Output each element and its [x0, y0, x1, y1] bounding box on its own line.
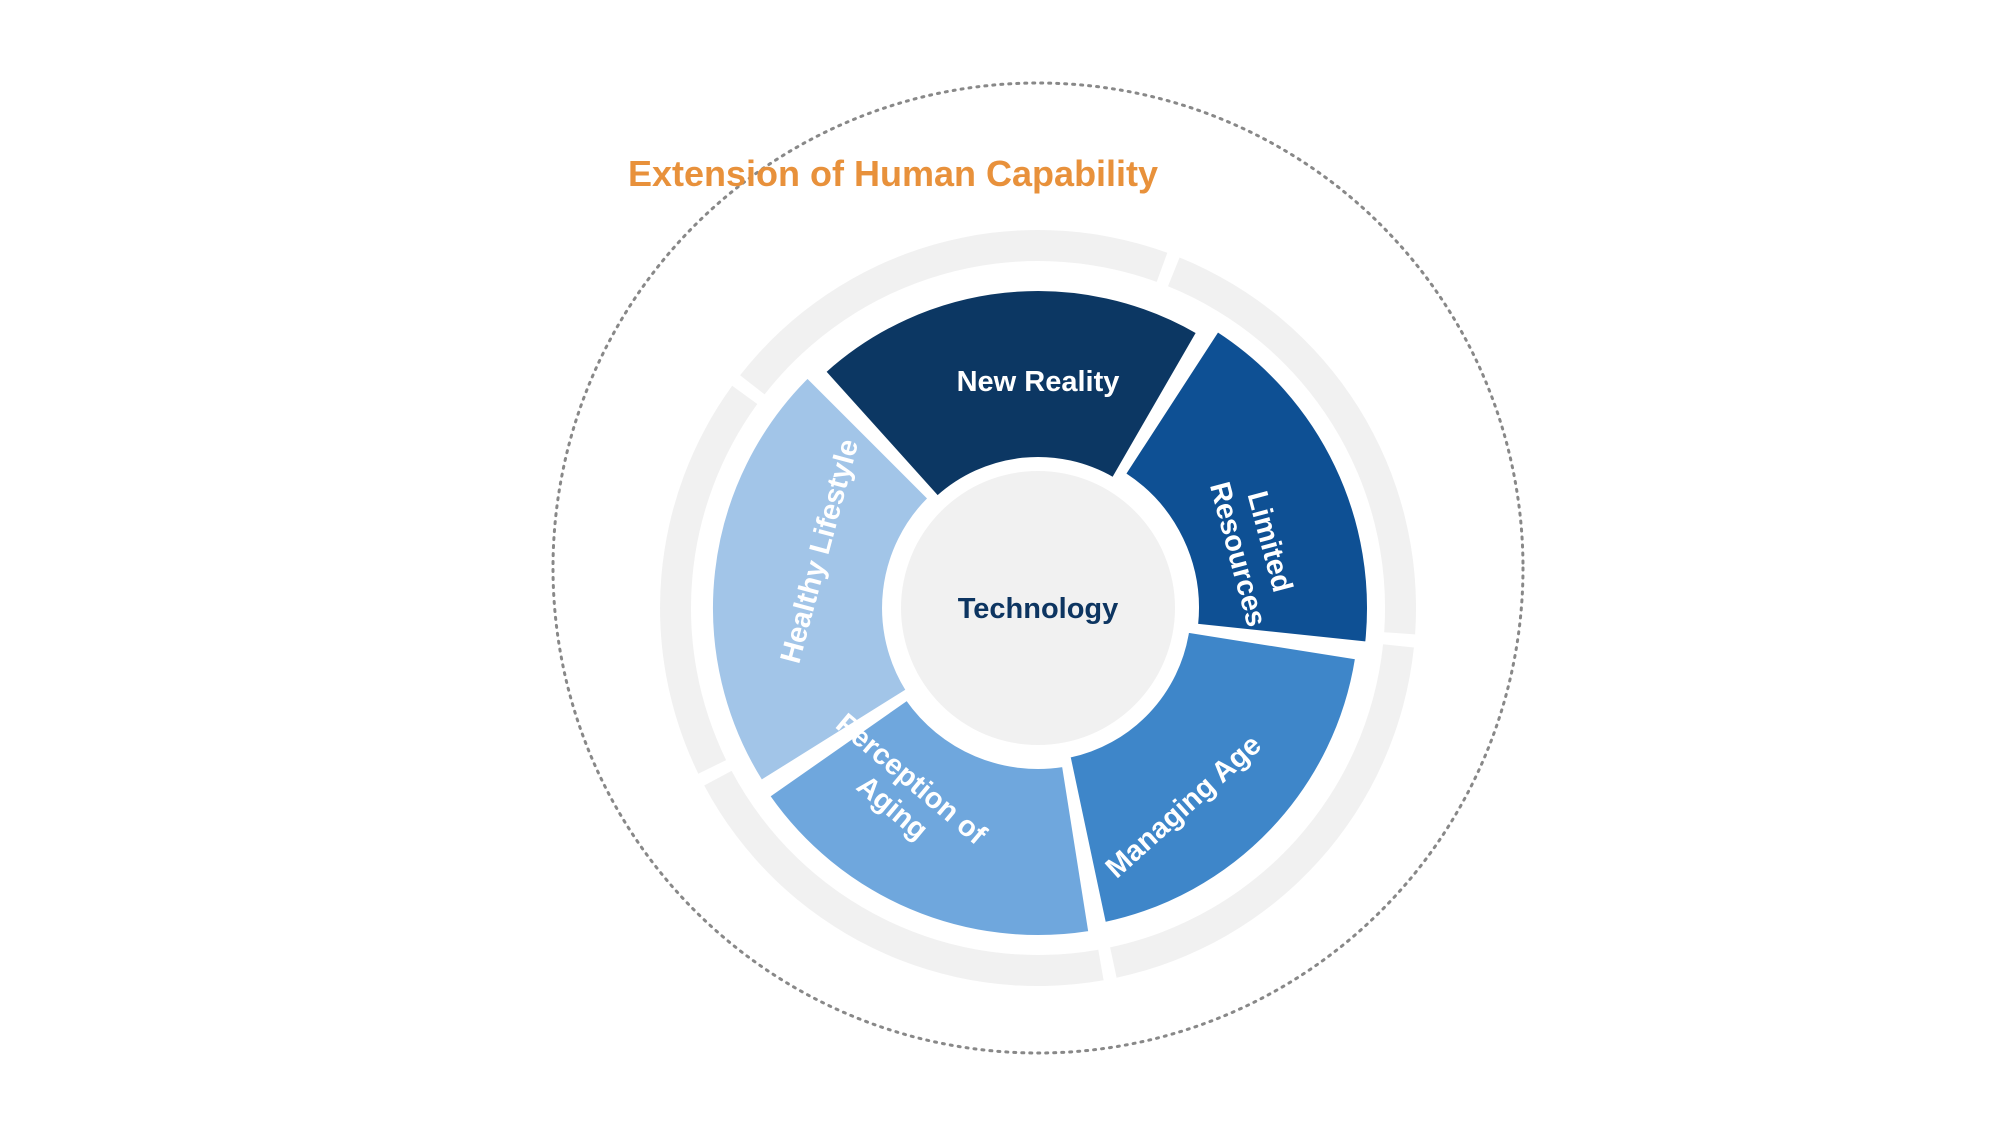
center-label: Technology	[958, 593, 1119, 625]
limited-resources-segment	[1123, 329, 1369, 644]
perception-of-aging-segment	[767, 698, 1091, 937]
outer-ring-segment	[704, 770, 1104, 987]
outer-ring-segment	[1110, 644, 1414, 978]
outer-ring-segment	[1168, 257, 1417, 635]
diagram-title: Extension of Human Capability	[628, 153, 1158, 194]
dotted-boundary-circle	[551, 81, 1525, 1055]
segment-ring	[711, 289, 1369, 937]
outer-ring-segment	[660, 385, 758, 774]
managing-age-segment	[1068, 630, 1358, 925]
new-reality-segment	[823, 289, 1199, 498]
healthy-lifestyle-segment	[711, 376, 930, 783]
outer-ring	[660, 229, 1417, 987]
new-reality-label: New Reality	[957, 366, 1120, 398]
outer-ring-segment	[740, 229, 1168, 395]
center-circle	[901, 471, 1175, 745]
